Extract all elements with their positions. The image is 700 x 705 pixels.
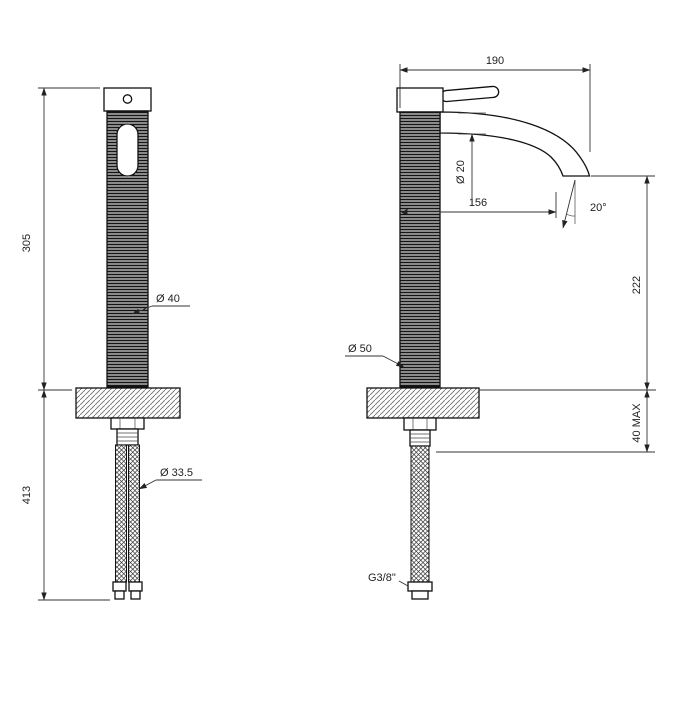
hose-end-side — [411, 590, 429, 600]
dim-d40-label: Ø 40 — [156, 293, 180, 305]
dim-222-label: 222 — [631, 276, 643, 294]
dim-305-label: 305 — [21, 234, 33, 252]
base-plate-front — [75, 387, 181, 419]
angle-arc — [566, 213, 576, 217]
dim-angle-label: 20° — [590, 202, 607, 214]
mounting-nut-side — [403, 417, 437, 431]
leader-d50 — [382, 355, 405, 368]
spout — [439, 111, 591, 177]
hose-fitting-right — [128, 581, 143, 592]
dim-g38-label: G3/8" — [368, 572, 396, 584]
dim-156-label: 156 — [469, 197, 487, 209]
hose-end-left — [114, 590, 125, 600]
leader-d40 — [131, 305, 153, 315]
top-screw — [122, 94, 133, 104]
leader-d335 — [138, 479, 157, 490]
dim-d335-label: Ø 33.5 — [160, 467, 193, 479]
mounting-nut-front — [110, 417, 145, 430]
hose-fitting-side — [407, 581, 433, 592]
dim-d20-label: Ø 20 — [455, 160, 467, 184]
hose-end-right — [130, 590, 141, 600]
front-view: 305 413 Ø 40 Ø 33.5 — [21, 87, 202, 601]
top-cap-side — [396, 87, 444, 113]
leader-g38 — [398, 580, 409, 587]
faucet-body-side — [399, 111, 441, 388]
dim-d50-label: Ø 50 — [348, 343, 372, 355]
side-view: 20° 190 Ø 20 156 222 — [345, 55, 656, 600]
hose-fitting-left — [112, 581, 127, 592]
supply-hose-right — [128, 444, 140, 583]
dim-190-label: 190 — [486, 55, 504, 67]
dim-40max-label: 40 MAX — [631, 403, 643, 443]
handle-lever — [440, 85, 500, 103]
base-plate-side — [366, 387, 480, 419]
dim-413-label: 413 — [21, 486, 33, 504]
stream-arrow — [562, 179, 576, 229]
supply-hose-left — [115, 444, 127, 583]
handle-slot — [116, 123, 139, 177]
supply-hose-side — [410, 445, 430, 583]
